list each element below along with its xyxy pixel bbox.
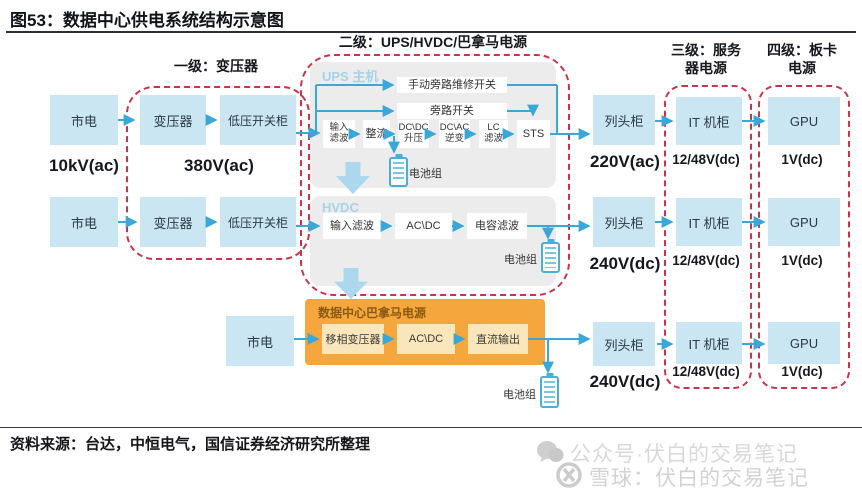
node-transformer-2: 变压器 [140,197,206,247]
ups-panel-title: UPS 主机 [322,69,379,84]
node-gpu-2: GPU [768,198,840,246]
node-row-head-1: 列头柜 [593,95,655,145]
node-mains-1: 市电 [50,95,118,145]
level2-header: 二级：UPS/HVDC/巴拿马电源 [338,34,528,50]
voltage-10kv-label: 10kV(ac) [49,156,119,175]
footer-divider [0,427,862,428]
voltage-240v-label-2: 240V(dc) [589,372,661,391]
ups-sts-box: STS [517,120,550,148]
hvdc-cap-filter-box: 电容滤波 [467,213,527,239]
ups-dcdc-boost-box: DC\DC 升压 [398,120,429,148]
panama-panel-title: 数据中心巴拿马电源 [318,306,427,320]
node-row-head-2: 列头柜 [593,197,655,247]
ups-hvdc-group-border [300,54,570,296]
bypass-switch-box: 旁路开关 [397,103,507,119]
ups-battery-icon [389,157,408,187]
manual-bypass-switch-box: 手动旁路维修开关 [397,77,507,93]
node-it-cabinet-1: IT 机柜 [676,97,742,145]
node-gpu-3: GPU [768,322,840,364]
level4-header: 四级：板卡电源 [767,42,837,76]
transformer-group-border [126,86,310,260]
voltage-1v-label-1: 1V(dc) [781,152,823,167]
dc-output-box: 直流输出 [468,324,528,354]
hvdc-acdc-box: AC\DC [395,213,452,239]
level1-header: 一级：变压器 [174,58,258,74]
voltage-1248v-label-3: 12/48V(dc) [672,364,740,379]
voltage-1v-label-2: 1V(dc) [781,253,823,268]
node-gpu-1: GPU [768,97,840,145]
ups-input-filter-box: 输入 滤波 [323,120,355,148]
node-it-cabinet-3: IT 机柜 [676,322,742,364]
source-note: 资料来源：台达，中恒电气，国信证券经济研究所整理 [10,436,371,453]
node-row-head-3: 列头柜 [593,322,655,366]
panama-battery-icon [540,376,559,408]
voltage-1248v-label-1: 12/48V(dc) [672,152,740,167]
level3-header: 三级：服务器电源 [671,42,741,76]
node-mains-3: 市电 [226,316,294,366]
voltage-220v-label: 220V(ac) [590,152,660,171]
ups-rectifier-box: 整流 [363,120,390,148]
voltage-1v-label-3: 1V(dc) [781,364,823,379]
hvdc-input-filter-box: 输入滤波 [323,213,381,239]
hvdc-battery-label: 电池组 [504,254,537,266]
panama-battery-label: 电池组 [503,389,536,401]
wechat-icon [537,441,564,462]
node-mains-2: 市电 [50,197,118,247]
node-it-cabinet-2: IT 机柜 [676,198,742,246]
node-lv-switchgear-1: 低压开关柜 [220,95,296,145]
panama-acdc-box: AC\DC [397,324,455,354]
phase-shift-transformer-box: 移相变压器 [322,324,384,354]
watermark-line2: 雪球：伏白的交易笔记 [589,467,809,490]
ups-battery-label: 电池组 [409,168,442,180]
ups-dcac-inverter-box: DC\AC 逆变 [439,120,470,148]
board-psu-group-border [758,85,850,389]
watermark-line1: 公众号·伏白的交易笔记 [570,443,798,466]
ups-lc-filter-box: LC 滤波 [479,120,508,148]
hvdc-battery-icon [541,242,560,273]
voltage-380v-label: 380V(ac) [184,156,254,175]
node-lv-switchgear-2: 低压开关柜 [220,197,296,247]
voltage-1248v-label-2: 12/48V(dc) [672,253,740,268]
server-psu-group-border [664,85,752,389]
voltage-240v-label-1: 240V(dc) [589,254,661,273]
xueqiu-icon [556,462,582,488]
figure-title: 图53：数据中心供电系统结构示意图 [10,11,284,30]
node-transformer-1: 变压器 [140,95,206,145]
hvdc-panel-title: HVDC [322,200,359,215]
title-divider [6,31,856,33]
